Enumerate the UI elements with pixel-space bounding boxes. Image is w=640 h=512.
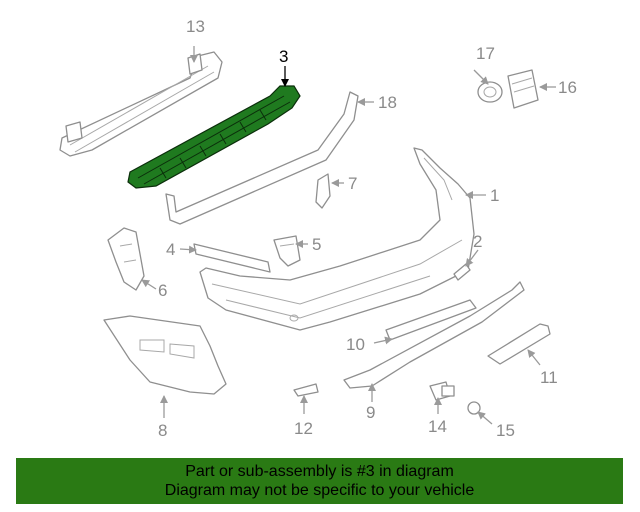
banner-line-part: Part or sub-assembly is #3 in diagram	[185, 463, 454, 480]
part-18-trim-strip[interactable]	[165, 91, 359, 225]
parts-diagram: 13 3 18 17 16 1 7 5 4 6 2 10 11 8 9 12 1…	[59, 17, 577, 440]
callout-16: 16	[558, 78, 577, 97]
part-info-banner: Part or sub-assembly is #3 in diagram Di…	[16, 458, 623, 504]
part-2-clip[interactable]	[453, 263, 471, 281]
part-5-bracket[interactable]	[273, 235, 301, 267]
callout-15: 15	[496, 421, 515, 440]
callout-9: 9	[366, 403, 375, 422]
part-17-sensor[interactable]	[477, 81, 503, 103]
part-1-bumper-cover[interactable]	[199, 147, 475, 331]
callout-17: 17	[476, 44, 495, 63]
part-8-valance[interactable]	[103, 315, 227, 395]
callout-6: 6	[158, 281, 167, 300]
part-16-module[interactable]	[507, 69, 539, 109]
callout-2: 2	[473, 232, 482, 251]
part-15-grommet[interactable]	[467, 401, 481, 415]
banner-line-disclaimer: Diagram may not be specific to your vehi…	[164, 482, 475, 499]
callout-5: 5	[312, 235, 321, 254]
part-3-energy-absorber[interactable]	[127, 85, 301, 189]
callout-1: 1	[490, 186, 499, 205]
callout-18: 18	[378, 93, 397, 112]
callout-8: 8	[158, 421, 167, 440]
callout-12: 12	[294, 419, 313, 438]
part-11-side-trim[interactable]	[487, 323, 551, 365]
callout-3: 3	[279, 47, 288, 66]
callout-labels: 13 3 18 17 16 1 7 5 4 6 2 10 11 8 9 12 1…	[158, 17, 577, 440]
part-7-bracket[interactable]	[315, 173, 331, 209]
part-6-side-bracket[interactable]	[107, 227, 145, 291]
callout-10: 10	[346, 335, 365, 354]
part-12-clip[interactable]	[293, 383, 319, 397]
callout-4: 4	[166, 240, 175, 259]
callout-11: 11	[540, 368, 558, 387]
leader-lines	[141, 46, 556, 425]
callout-7: 7	[348, 174, 357, 193]
part-9-lower-trim[interactable]	[343, 281, 525, 389]
callout-13: 13	[186, 17, 205, 36]
part-14-connector[interactable]	[429, 381, 455, 401]
callout-14: 14	[428, 417, 447, 436]
part-13-impact-bar[interactable]	[59, 51, 223, 157]
